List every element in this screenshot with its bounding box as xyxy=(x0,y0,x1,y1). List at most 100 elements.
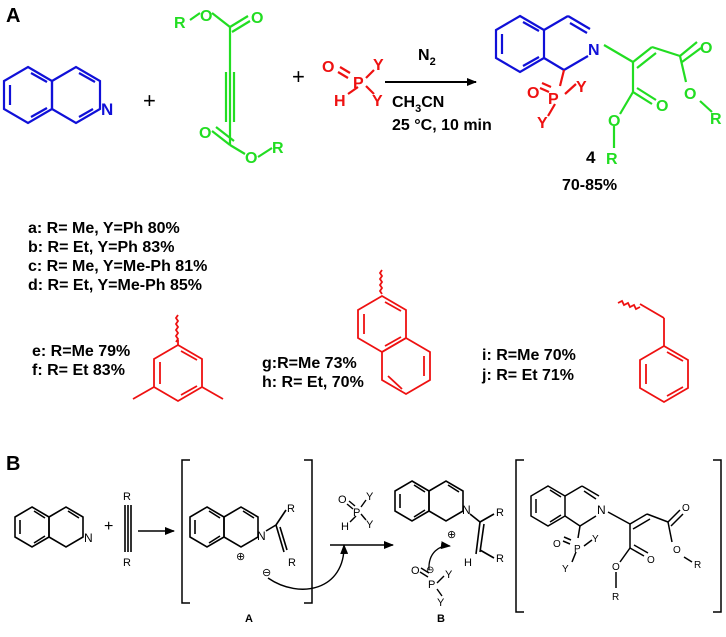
anion-b-y1: Y xyxy=(445,569,453,581)
product-yield-range: 70-85% xyxy=(562,177,617,194)
bracket-a-right xyxy=(304,459,313,604)
anion-b-label: B xyxy=(437,613,445,625)
final-product-r-bottom: R xyxy=(612,592,619,603)
entry-f: f: R= Et 83% xyxy=(32,362,125,379)
final-product-o: O xyxy=(553,539,561,550)
mechanism-alkyne xyxy=(124,505,132,552)
entry-b: b: R= Et, Y=Ph 83% xyxy=(28,239,174,256)
product-y-right: Y xyxy=(576,79,587,96)
neutral-adduct-r1: R xyxy=(496,507,504,519)
product-nitrogen: N xyxy=(588,42,600,59)
ester-oxygen-bottom: O xyxy=(245,150,257,167)
final-product-y2: Y xyxy=(562,564,569,575)
zwitterion-r2: R xyxy=(288,557,296,569)
alkyne-r-bottom: R xyxy=(123,557,131,569)
zwitterion-r1: R xyxy=(287,503,295,515)
final-product-o-chain-right: O xyxy=(673,545,681,556)
carbonyl-oxygen-bottom: O xyxy=(199,125,211,142)
neutral-adduct xyxy=(394,480,495,559)
entry-g: g:R=Me 73% xyxy=(262,355,357,372)
ester-oxygen-top: O xyxy=(200,8,212,25)
curved-arrow-deprotonation xyxy=(267,544,349,590)
panel-b-label: B xyxy=(6,453,20,475)
final-product-n: N xyxy=(597,503,606,517)
zwitterion-intermediate xyxy=(189,506,288,553)
entry-d: d: R= Et, Y=Me-Ph 85% xyxy=(28,277,202,294)
anion-b-p: P xyxy=(428,579,435,591)
phosphite-y-bottom: Y xyxy=(372,93,383,110)
final-product-o-carbonyl-top: O xyxy=(682,503,690,514)
final-product-p: P xyxy=(574,544,581,555)
zwitterion-plus-charge: ⊕ xyxy=(236,551,245,563)
product-number: 4 xyxy=(586,148,596,167)
product-ester-oxygen-right: O xyxy=(684,86,696,103)
product-y-left: Y xyxy=(537,115,548,132)
mechanism-phosphite-h: H xyxy=(341,521,349,533)
product-ester-carbonyl-oxygen: O xyxy=(656,98,668,115)
plus-sign-2: + xyxy=(292,64,305,89)
benzyl-substituent xyxy=(617,299,689,404)
phosphite-hydrogen: H xyxy=(334,93,346,110)
intermediate-a-label: A xyxy=(245,613,253,625)
product-4-structure xyxy=(494,14,713,148)
product-r-left: R xyxy=(606,151,618,168)
phosphite-y-top: Y xyxy=(373,57,384,74)
naphthyl-substituent xyxy=(357,269,431,396)
anion-b-minus-charge: ⊖ xyxy=(426,565,434,576)
curved-arrow-attack xyxy=(428,541,451,571)
isoquinoline-nitrogen: N xyxy=(101,100,113,119)
entry-h: h: R= Et, 70% xyxy=(262,374,364,391)
bracket-product-right xyxy=(713,459,722,613)
final-product-o-chain-bottom: O xyxy=(612,562,620,573)
product-carbonyl-oxygen-right: O xyxy=(700,40,712,57)
temperature-time-label: 25 °C, 10 min xyxy=(392,117,492,134)
phosphonate-anion xyxy=(419,567,445,597)
neutral-adduct-n: N xyxy=(462,503,471,517)
anion-b-o: O xyxy=(411,565,420,577)
mechanism-phosphite-y1: Y xyxy=(366,491,374,503)
mechanism-plus: + xyxy=(104,518,113,535)
neutral-adduct-h: H xyxy=(464,557,472,569)
entry-i: i: R=Me 70% xyxy=(482,347,576,364)
mechanism-final-product xyxy=(530,485,693,588)
dimethylphenyl-substituent xyxy=(132,314,224,403)
panel-a-label: A xyxy=(6,5,20,27)
plus-sign-1: + xyxy=(143,88,156,113)
phosphite-phosphorus: P xyxy=(353,75,364,92)
mechanism-phosphite-o: O xyxy=(338,494,347,506)
product-ester-chain-oxygen: O xyxy=(608,113,620,130)
product-phosphorus: P xyxy=(548,91,559,108)
carbonyl-oxygen-top: O xyxy=(251,10,263,27)
entry-a: a: R= Me, Y=Ph 80% xyxy=(28,220,180,237)
solvent-label: CH3CN xyxy=(392,94,444,115)
isoquinoline-reactant xyxy=(2,65,102,125)
neutral-adduct-r2: R xyxy=(496,553,504,565)
final-product-y1: Y xyxy=(592,534,599,545)
ester-r-bottom: R xyxy=(272,140,284,157)
zwitterion-minus-charge: ⊖ xyxy=(262,567,271,579)
mechanism-isoquinoline-n: N xyxy=(84,531,93,545)
bracket-product-left xyxy=(515,459,524,613)
anion-b-y2: Y xyxy=(437,597,445,609)
mechanism-phosphite xyxy=(346,499,367,523)
mechanism-phosphite-y2: Y xyxy=(366,519,374,531)
acetylenedicarboxylate-reactant xyxy=(189,12,273,158)
mechanism-isoquinoline xyxy=(14,506,84,548)
bracket-a-left xyxy=(181,459,190,604)
product-phosphoryl-oxygen: O xyxy=(527,85,539,102)
atmosphere-label: N2 xyxy=(418,47,436,68)
ester-r-top: R xyxy=(174,15,186,32)
phosphite-oxygen: O xyxy=(322,59,334,76)
zwitterion-n: N xyxy=(257,529,266,543)
phosphite-reactant xyxy=(337,66,375,95)
mechanism-phosphite-p: P xyxy=(353,507,360,519)
final-product-o-carbonyl-bottom: O xyxy=(647,555,655,566)
entry-j: j: R= Et 71% xyxy=(481,367,574,384)
alkyne-r-top: R xyxy=(123,491,131,503)
adduct-plus-charge: ⊕ xyxy=(447,529,456,541)
entry-c: c: R= Me, Y=Me-Ph 81% xyxy=(28,258,207,275)
product-r-right: R xyxy=(710,111,722,128)
entry-e: e: R=Me 79% xyxy=(32,343,130,360)
final-product-r-right: R xyxy=(694,560,701,571)
